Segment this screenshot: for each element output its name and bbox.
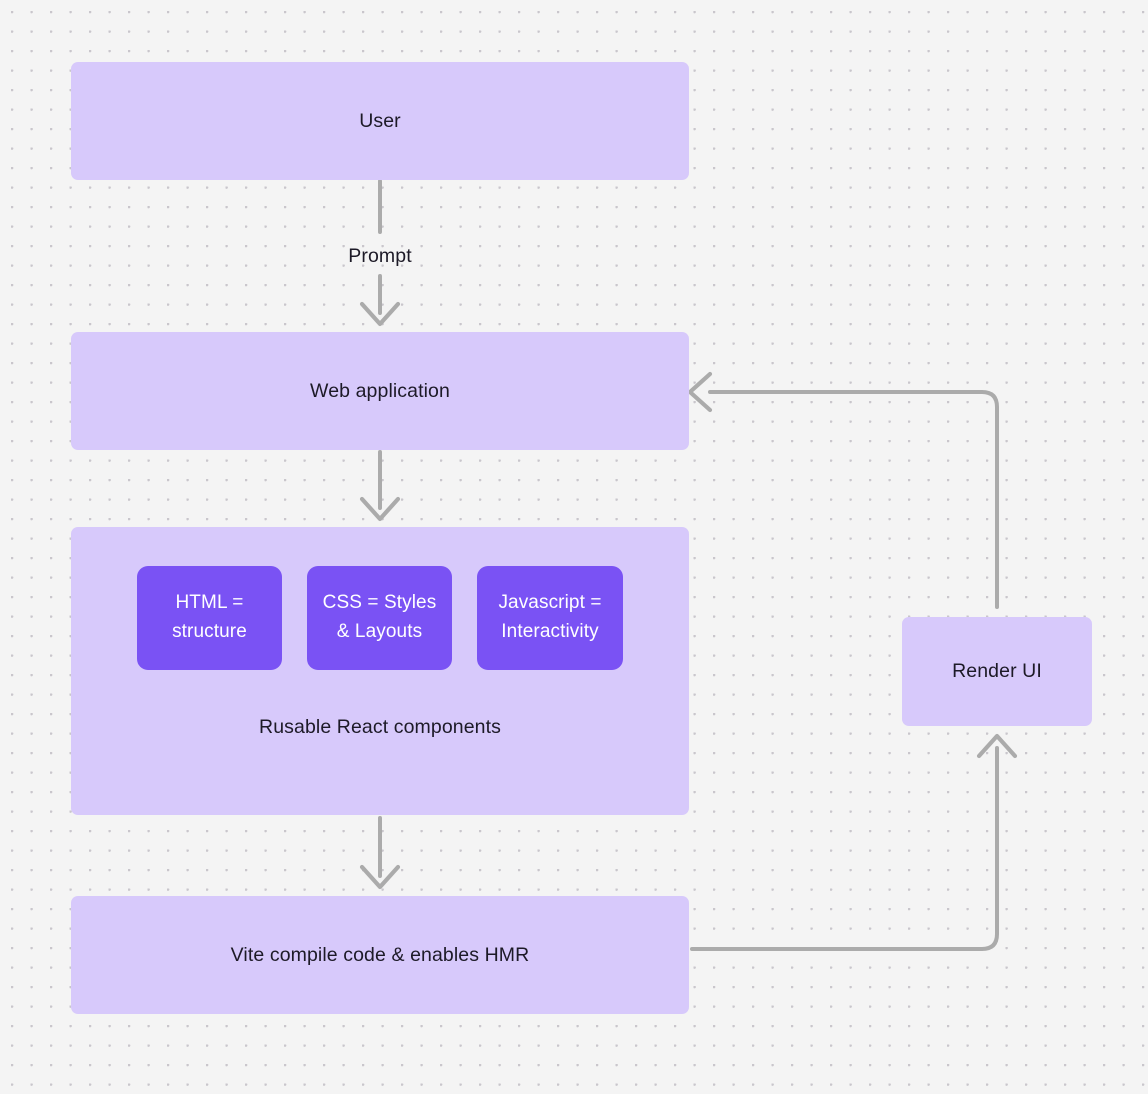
node-vite-label: Vite compile code & enables HMR xyxy=(230,943,530,966)
arrowhead-icon xyxy=(359,496,401,522)
node-vite[interactable]: Vite compile code & enables HMR xyxy=(71,896,689,1014)
node-user[interactable]: User xyxy=(71,62,689,180)
arrowhead-icon xyxy=(359,864,401,890)
chip-css-line1: CSS = Styles xyxy=(322,592,437,614)
chip-css-line2: & Layouts xyxy=(336,621,423,642)
edge-label-prompt: Prompt xyxy=(348,245,412,267)
arrowhead-icon xyxy=(976,733,1018,759)
arrowhead-icon xyxy=(687,371,713,413)
chip-html[interactable]: HTML = structure xyxy=(137,566,282,670)
node-render-ui-label: Render UI xyxy=(952,660,1042,683)
edge-components-to-vite xyxy=(359,816,401,890)
edge-render-to-webapp xyxy=(687,371,999,609)
edge-segment xyxy=(708,390,999,609)
chip-javascript-line2: Interactivity xyxy=(501,621,599,642)
chip-javascript-line1: Javascript = xyxy=(498,592,602,614)
edge-segment xyxy=(690,746,999,951)
chip-css[interactable]: CSS = Styles & Layouts xyxy=(307,566,452,670)
node-web-application[interactable]: Web application xyxy=(71,332,689,450)
arrowhead-icon xyxy=(359,301,401,327)
edge-vite-to-render xyxy=(690,733,1018,951)
chip-html-line2: structure xyxy=(172,621,247,642)
node-render-ui[interactable]: Render UI xyxy=(902,617,1092,726)
chip-javascript[interactable]: Javascript = Interactivity xyxy=(477,566,623,670)
node-user-label: User xyxy=(359,109,401,132)
edge-webapp-to-components xyxy=(359,450,401,522)
components-caption: Rusable React components xyxy=(259,716,501,738)
node-web-application-label: Web application xyxy=(310,379,450,402)
chip-html-line1: HTML = xyxy=(175,592,244,614)
